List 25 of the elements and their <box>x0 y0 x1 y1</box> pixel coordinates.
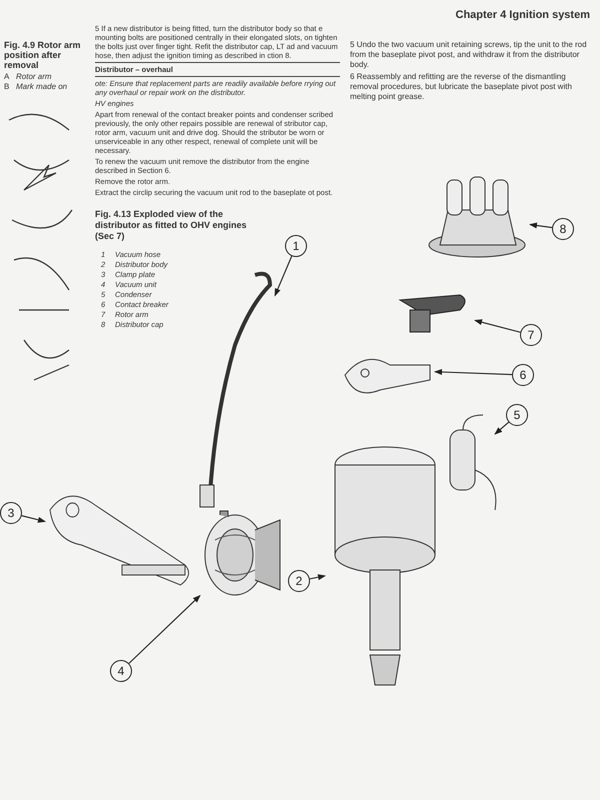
figure-caption: Fig. 4.9 Rotor arm position after removal <box>4 40 82 70</box>
callout-number: 3 <box>0 502 22 524</box>
key-text: Rotor arm <box>16 72 53 82</box>
callout-number: 6 <box>512 364 534 386</box>
callout-number: 2 <box>288 570 310 592</box>
callout-number: 7 <box>520 324 542 346</box>
leader-line <box>474 319 520 333</box>
key-letter: A <box>4 72 10 82</box>
leader-line <box>128 594 201 664</box>
leader-line <box>22 515 46 523</box>
callout-number: 8 <box>552 218 574 240</box>
leader-line <box>274 256 292 296</box>
figure-caption: Fig. 4.13 Exploded view of the distributor as fitted to OHV engines (Sec 7) <box>95 209 248 242</box>
callout-number: 5 <box>506 404 528 426</box>
leader-line <box>494 422 510 435</box>
callout-number: 4 <box>110 660 132 682</box>
leader-line <box>529 222 552 228</box>
running-header: Chapter 4 Ignition system <box>454 10 590 20</box>
key-letter: B <box>4 82 10 92</box>
key-text: Mark made on <box>16 82 68 92</box>
leader-line <box>310 574 326 580</box>
body-paragraph: 5 Undo the two vacuum unit retaining screws, tip the unit to the rod from the baseplate pivot post, and withdraw it from the distributor body. <box>350 40 588 70</box>
body-paragraph: 6 Reassembly and refitting are the reverse of the dismantling removal procedures, but lubricate the baseplate pivot post with melting point grease. <box>350 72 573 102</box>
callout-number: 1 <box>285 235 307 257</box>
leader-line <box>434 369 512 376</box>
